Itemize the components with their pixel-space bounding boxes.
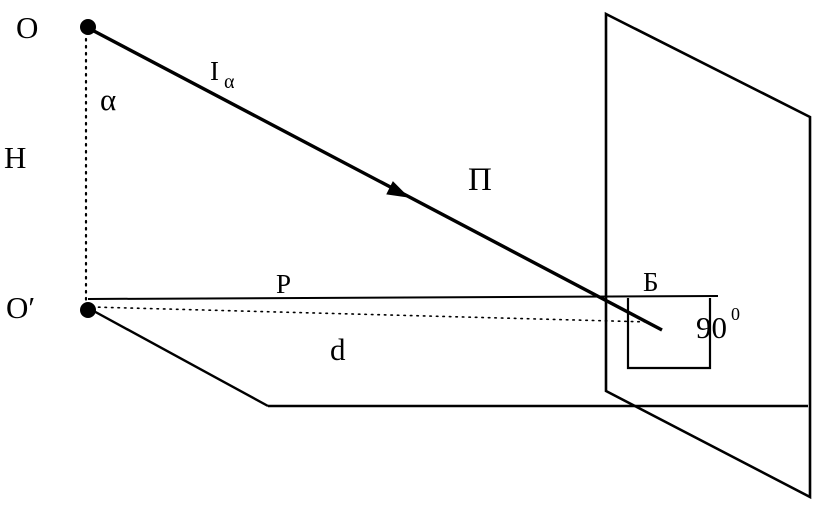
label-height: H xyxy=(4,140,26,175)
label-origin-top: O xyxy=(16,10,38,45)
ground-plane-left-edge xyxy=(89,307,269,408)
label-ray-symbol: I xyxy=(210,56,219,86)
distance-dotted-line xyxy=(91,306,651,323)
label-origin-bottom: O′ xyxy=(6,290,35,325)
baseline-p xyxy=(87,295,719,300)
label-alpha-angle: α xyxy=(100,82,116,117)
label-angle-90: 90 xyxy=(696,310,727,345)
point-o-dot xyxy=(80,19,96,35)
right-angle-marker xyxy=(626,298,712,370)
label-angle-superscript: 0 xyxy=(731,304,740,324)
tilted-plane xyxy=(604,11,812,500)
label-point-b: Б xyxy=(643,267,659,297)
label-line-p: P xyxy=(276,269,291,299)
point-o-prime-dot xyxy=(80,302,96,318)
label-ray-subscript: α xyxy=(224,71,235,93)
label-plane-pi: П xyxy=(468,162,492,198)
inclined-ray xyxy=(91,28,663,332)
label-distance-d: d xyxy=(330,332,346,367)
ray-arrowhead-icon xyxy=(386,181,410,198)
